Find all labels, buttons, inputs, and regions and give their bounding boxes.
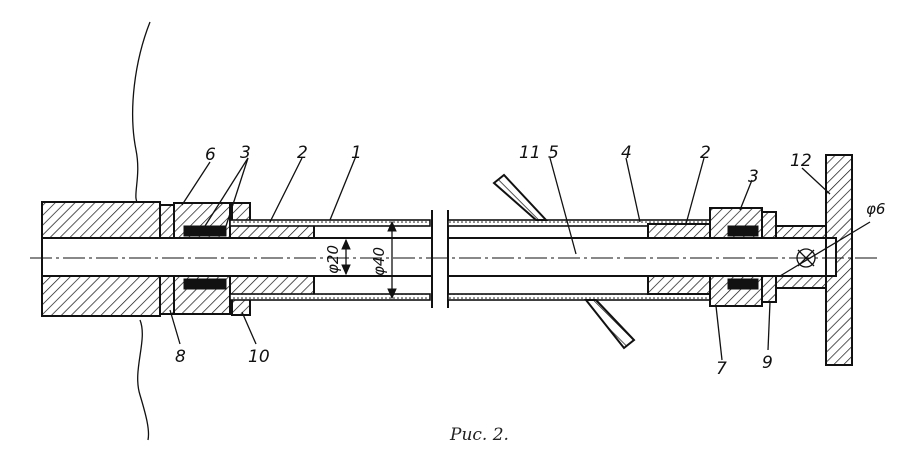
washer-8 <box>159 275 175 315</box>
leader-3b <box>739 179 753 211</box>
flange-neck-lower <box>775 275 831 289</box>
dim-20-arrow-bottom <box>341 264 351 276</box>
label-part-11: 11 <box>519 143 541 163</box>
leader-7 <box>715 305 723 361</box>
label-part-2-right: 2 <box>700 143 711 163</box>
sleeve-2-right-upper <box>647 223 711 239</box>
leader-5 <box>549 157 577 255</box>
bearing-left-upper <box>183 225 227 237</box>
label-part-3-right: 3 <box>748 167 759 187</box>
washer-6 <box>159 204 175 239</box>
label-part-2-left: 2 <box>297 143 308 163</box>
label-part-5: 5 <box>548 143 559 163</box>
leader-8 <box>169 309 181 345</box>
figure-caption: Рис. 2. <box>449 425 509 445</box>
label-part-8: 8 <box>175 347 186 367</box>
dim-20-arrow-top <box>341 238 351 250</box>
fin-11-lower <box>583 299 636 350</box>
label-part-1: 1 <box>351 143 362 163</box>
label-part-10: 10 <box>248 347 270 367</box>
bearing-right-lower <box>727 278 759 290</box>
plate-12-slot <box>825 237 837 277</box>
leader-6 <box>181 161 211 206</box>
leader-2b <box>685 157 705 225</box>
dim-inner-label: φ20 <box>324 245 342 274</box>
sleeve-2-left-lower <box>229 275 315 297</box>
left-body-lower <box>41 275 161 317</box>
bearing-left-lower <box>183 278 227 290</box>
fin-11-upper <box>492 173 549 221</box>
pipe-1-upper-wall <box>229 219 431 227</box>
label-part-12: 12 <box>790 151 812 171</box>
sleeve-2-right-lower <box>647 275 711 295</box>
dim-outer-label: φ40 <box>370 247 388 276</box>
leader-3a-2 <box>225 157 249 227</box>
washer-9-lower <box>761 275 777 303</box>
dim-40-arrow-bottom <box>387 288 397 300</box>
wall-break-line <box>132 21 151 441</box>
leader-3a-1 <box>204 157 249 227</box>
dim-40-arrow-top <box>387 220 397 232</box>
collar-10 <box>231 202 251 222</box>
leader-12 <box>801 167 831 195</box>
bearing-right-upper <box>727 225 759 237</box>
washer-9-upper <box>761 211 777 239</box>
label-part-9: 9 <box>762 353 773 373</box>
leader-1 <box>329 155 357 221</box>
dim-hole-label: φ6 <box>866 200 885 218</box>
leader-10 <box>241 311 257 345</box>
label-part-7: 7 <box>716 359 727 379</box>
pipe-1-lower-wall <box>229 293 431 301</box>
flange-neck-upper <box>775 225 831 239</box>
label-part-4: 4 <box>621 143 632 163</box>
label-part-6: 6 <box>205 145 216 165</box>
leader-2a <box>269 157 303 223</box>
leader-9 <box>767 301 771 351</box>
label-part-3-left: 3 <box>240 143 251 163</box>
leader-4 <box>625 157 641 223</box>
hole-leader <box>779 221 871 277</box>
left-body-upper <box>41 201 161 239</box>
